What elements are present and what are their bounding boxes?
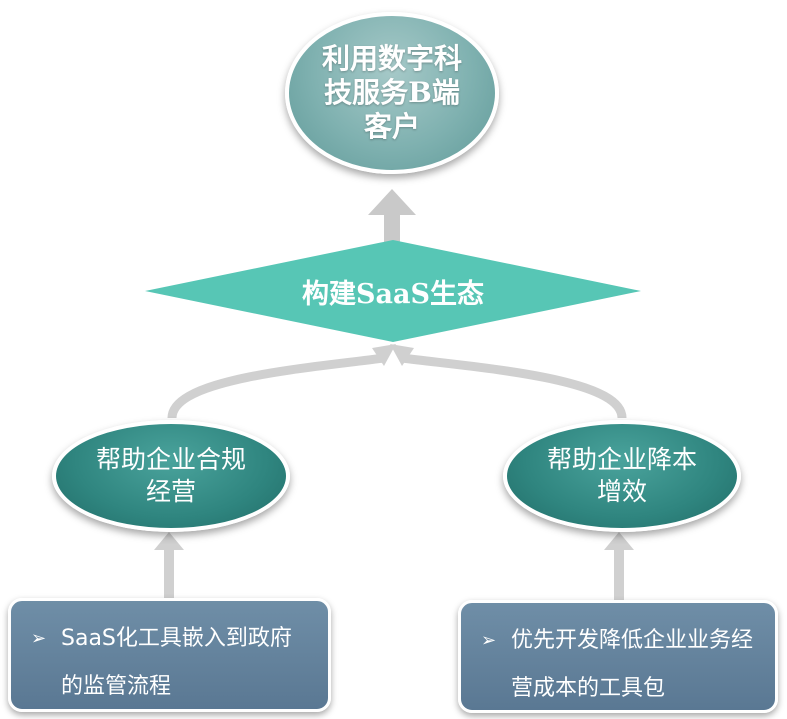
right-bottom-box: ➢ 优先开发降低企业业务经营成本的工具包 — [458, 600, 778, 713]
right-box-text: 优先开发降低企业业务经营成本的工具包 — [511, 628, 754, 701]
left-box-text: SaaS化工具嵌入到政府的监管流程 — [61, 626, 292, 699]
left-bottom-box: ➢ SaaS化工具嵌入到政府的监管流程 — [8, 598, 331, 712]
curve-arrow-left — [167, 353, 385, 419]
left-mid-text: 帮助企业合规经营 — [96, 445, 247, 506]
top-goal-text: 利用数字科技服务B端客户 — [322, 42, 463, 143]
up-arrow-left-shaft — [164, 548, 174, 598]
center-diamond — [145, 240, 641, 342]
up-arrow-center — [368, 189, 416, 243]
up-arrow-right-shaft — [614, 548, 624, 600]
curve-arrow-right — [401, 353, 627, 419]
up-arrow-left-head — [154, 532, 184, 550]
curve-arrow-left-head — [372, 344, 396, 366]
right-mid-node: 帮助企业降本增效 — [503, 420, 741, 532]
bullet-arrow-icon: ➢ — [481, 630, 497, 651]
top-goal-node: 利用数字科技服务B端客户 — [285, 12, 499, 174]
up-arrow-right-head — [604, 532, 634, 550]
bullet-arrow-icon: ➢ — [31, 628, 47, 649]
left-mid-node: 帮助企业合规经营 — [52, 420, 290, 532]
center-diamond-label: 构建SaaS生态 — [302, 278, 484, 310]
right-mid-text: 帮助企业降本增效 — [547, 445, 698, 506]
curve-arrow-right-head — [390, 344, 414, 366]
